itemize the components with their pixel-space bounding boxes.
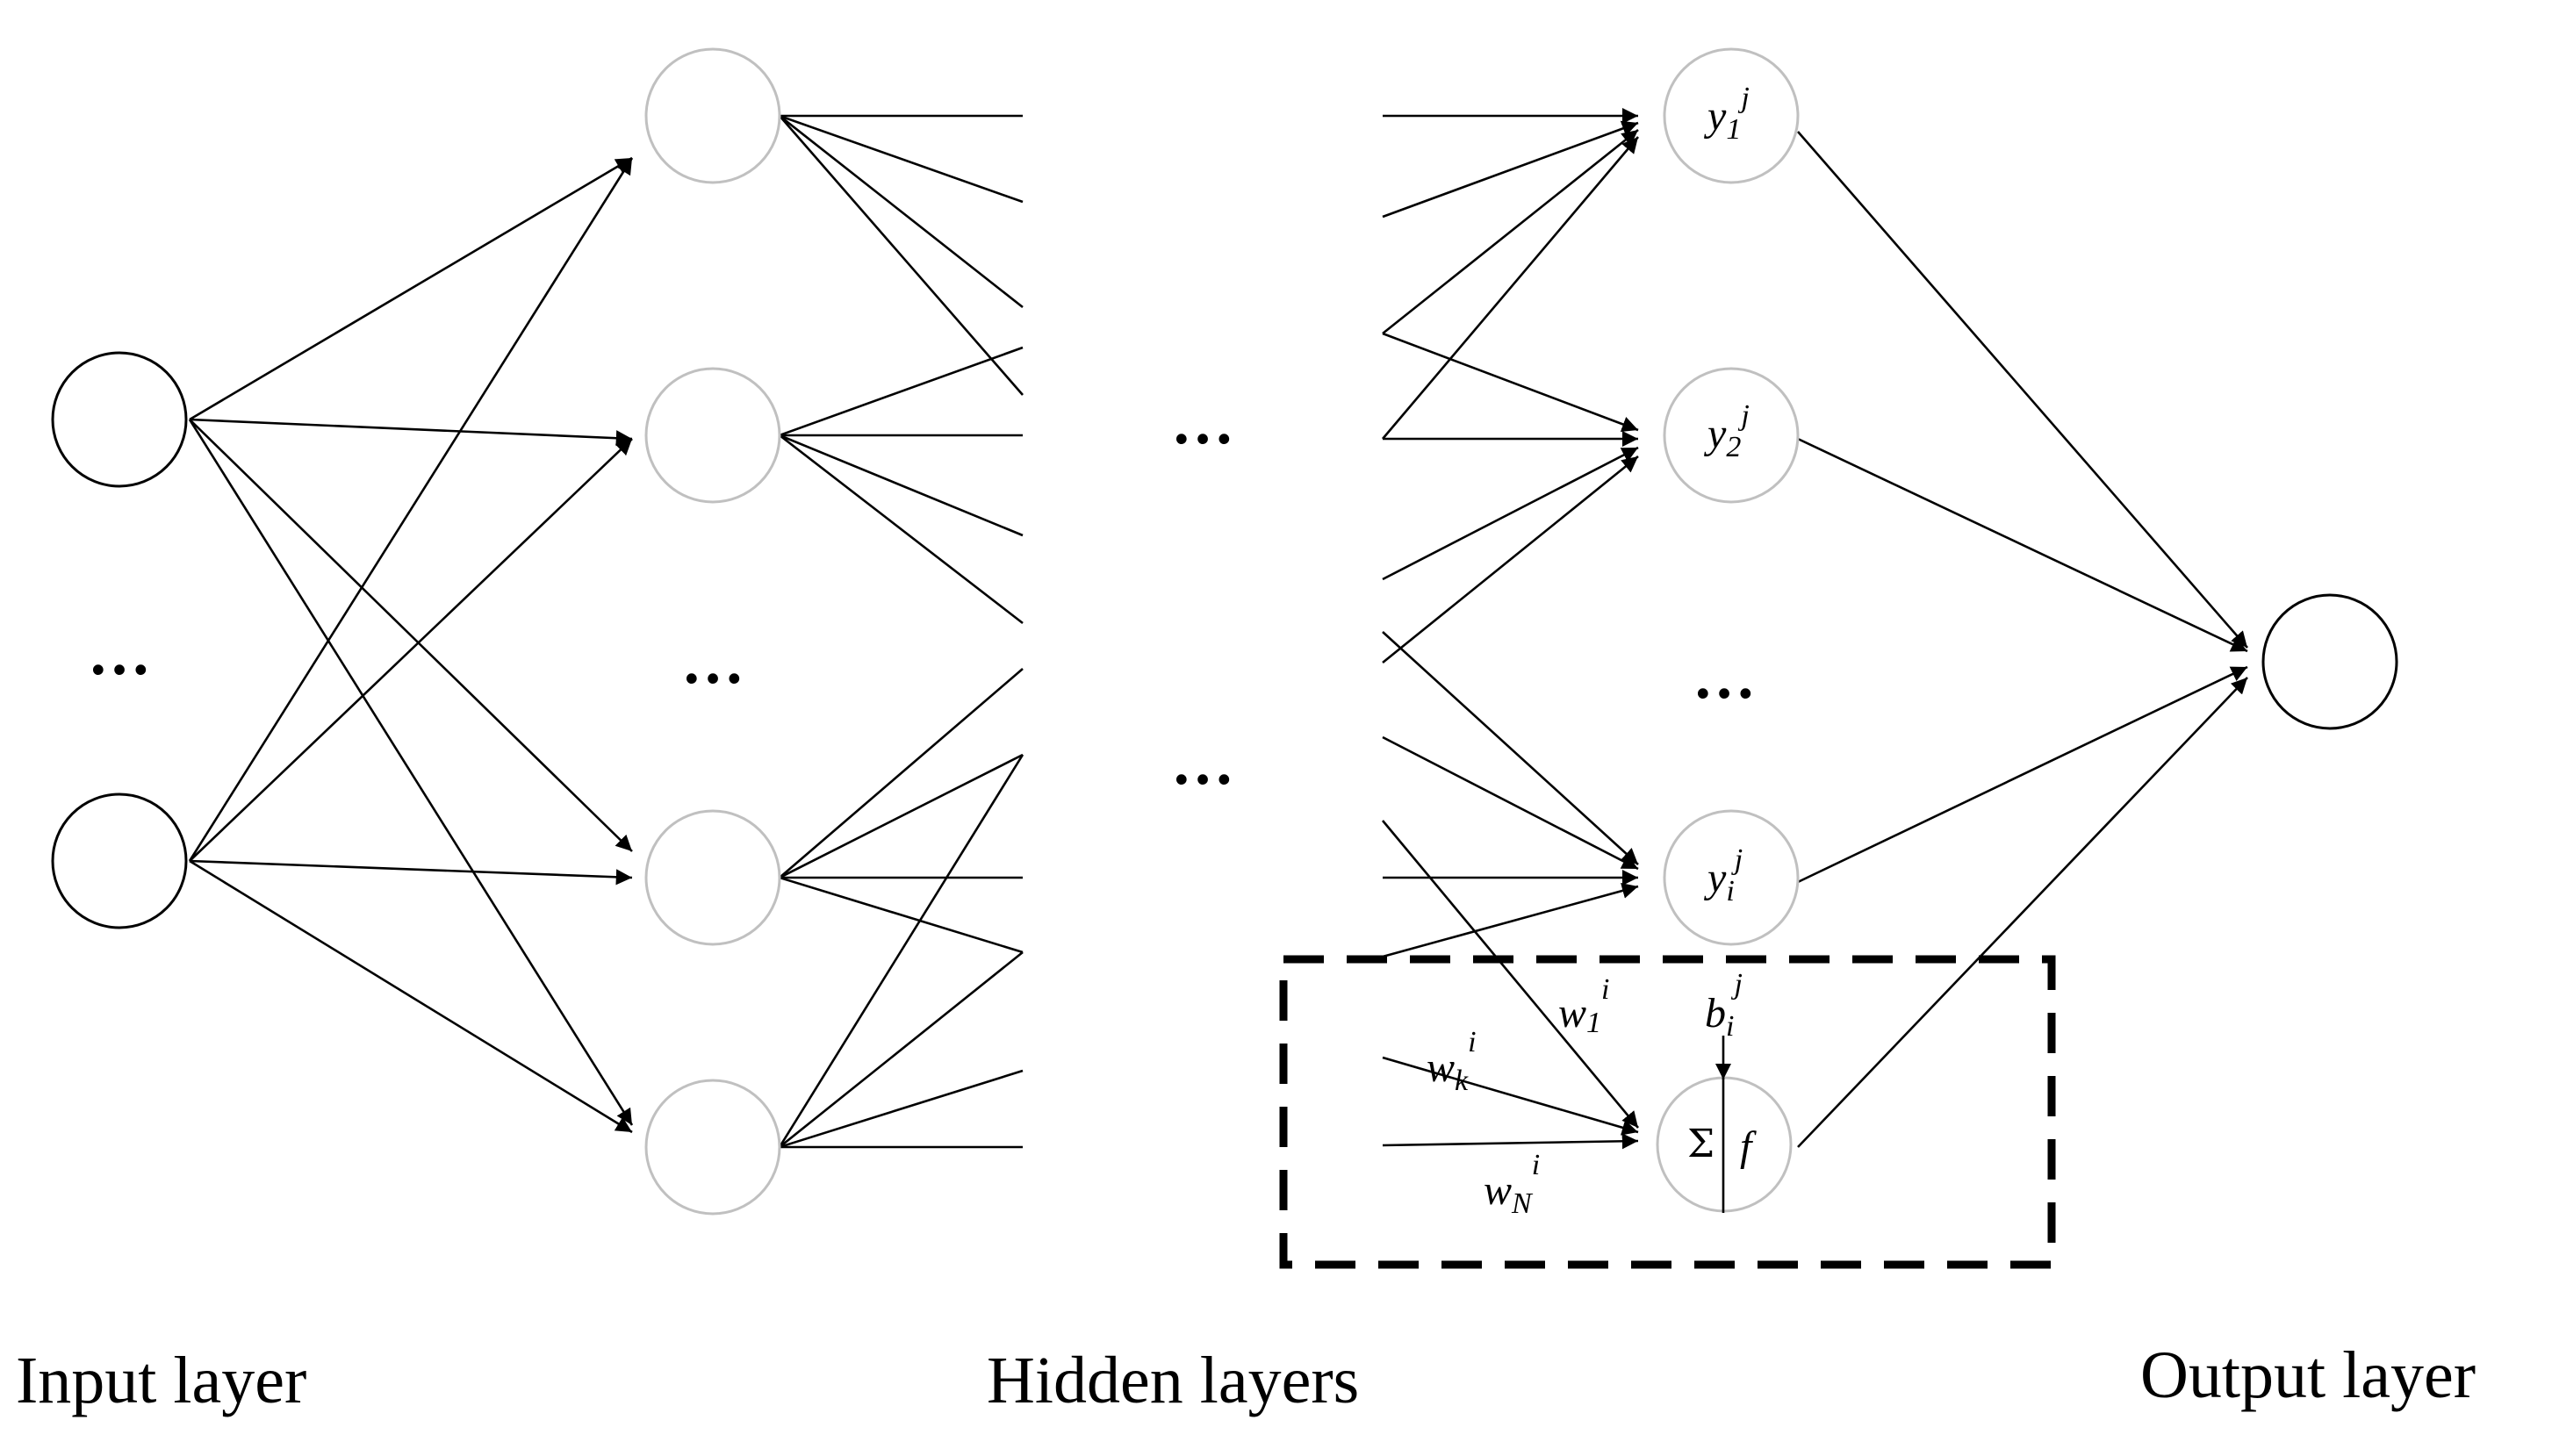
input-layer: … (51, 351, 188, 929)
label-bias: bij (1705, 968, 1743, 1043)
edge (1382, 735, 1639, 871)
edge (1382, 631, 1639, 865)
edge (779, 876, 1024, 954)
output-node (2261, 593, 2398, 730)
edge (1382, 332, 1639, 433)
edge (189, 418, 633, 447)
edge (1797, 677, 2248, 1148)
caption-input-layer: Input layer (16, 1344, 306, 1417)
hidden-right-stubs (1382, 107, 1639, 1150)
input-node-2 (51, 793, 188, 929)
label-y2: y2j (1703, 399, 1750, 463)
edge (1382, 120, 1639, 219)
hidden-first-ellipsis: … (681, 627, 744, 697)
label-yi: yij (1703, 843, 1743, 907)
input-to-hidden-edges (188, 156, 634, 1134)
edge (1382, 820, 1639, 1129)
edge (189, 438, 633, 862)
edge (779, 753, 1024, 879)
hidden-node (644, 367, 781, 504)
edge (779, 346, 1024, 437)
caption-hidden-layers: Hidden layers (987, 1344, 1359, 1417)
hidden-node (644, 809, 781, 946)
hidden-layer-first: … (644, 47, 781, 1216)
edge (189, 859, 633, 1134)
edge (1382, 1133, 1639, 1150)
label-wN: wNi (1484, 1149, 1540, 1220)
hidden-left-stubs (778, 114, 1024, 1149)
middle-ellipsis-bottom: … (1171, 728, 1234, 798)
hidden-layer-last: … y1j y2j yij Σ f (1656, 47, 1800, 1213)
edge (779, 114, 1024, 309)
edge (779, 434, 1024, 625)
edge (779, 115, 1024, 396)
middle-ellipsis-top: … (1171, 387, 1234, 457)
edge (189, 156, 633, 421)
edge (779, 1069, 1024, 1149)
edge (1382, 1056, 1639, 1136)
sum-symbol: Σ (1687, 1122, 1715, 1166)
edge (779, 434, 1024, 537)
hidden-node (644, 1079, 781, 1216)
edge (1382, 883, 1639, 958)
edge (1382, 128, 1639, 335)
hidden-to-output-edges (1797, 131, 2248, 1148)
edge (1382, 446, 1639, 581)
edge (779, 114, 1024, 204)
edge (779, 668, 1024, 879)
edge (1797, 437, 2248, 653)
edge (189, 859, 633, 886)
hidden-node-yi (1663, 809, 1800, 946)
output-layer (2261, 593, 2398, 730)
input-ellipsis: … (88, 618, 151, 688)
hidden-node-y1 (1663, 47, 1800, 184)
hidden-last-ellipsis: … (1693, 642, 1756, 712)
edge (189, 419, 633, 852)
label-wk: wki (1427, 1026, 1477, 1097)
edge (1382, 136, 1639, 440)
caption-output-layer: Output layer (2140, 1338, 2476, 1412)
edge (779, 950, 1024, 1149)
hidden-node (644, 47, 781, 184)
neuron-detail-box (1279, 955, 2056, 1269)
hidden-node-y2 (1663, 367, 1800, 504)
edge (1797, 665, 2248, 884)
edge (188, 157, 634, 862)
edge (1797, 131, 2248, 649)
label-y1: y1j (1703, 82, 1750, 146)
edge (1382, 455, 1639, 664)
label-w1: w1i (1558, 973, 1609, 1039)
edge (188, 419, 634, 1126)
input-node-1 (51, 351, 188, 488)
edge (778, 754, 1024, 1148)
